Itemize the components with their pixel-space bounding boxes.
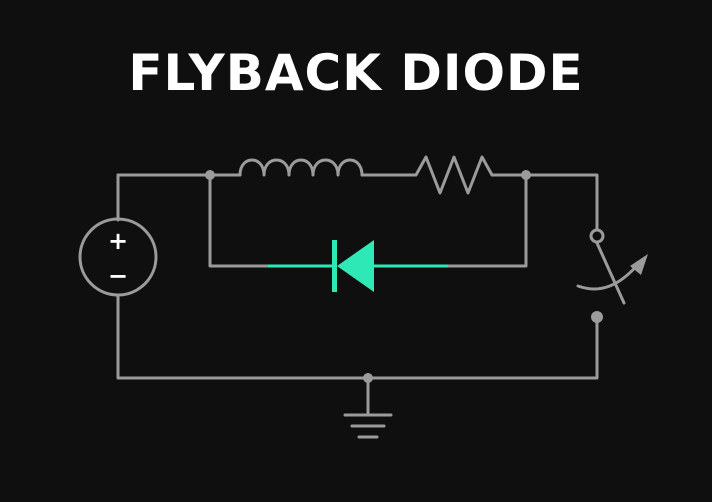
switch-arrow-head xyxy=(630,254,648,275)
diode-triangle xyxy=(337,240,374,292)
junction-dot-left xyxy=(205,170,215,180)
flyback-diode xyxy=(268,240,448,292)
switch-contact-bottom xyxy=(591,311,603,323)
switch-lever xyxy=(595,241,626,305)
voltage-source xyxy=(78,217,158,297)
source-minus-sign: − xyxy=(108,262,128,290)
wire-left-bottom xyxy=(116,293,599,380)
junction-dot-right xyxy=(521,170,531,180)
wire-diode-branch-left xyxy=(208,173,270,268)
wire-resistor-to-switch xyxy=(490,173,599,232)
switch-contact-top xyxy=(589,228,605,244)
resistor xyxy=(404,155,494,195)
inductor xyxy=(238,158,364,177)
diode-cathode-bar xyxy=(332,240,337,292)
source-plus-sign: + xyxy=(108,227,128,255)
page-title: FLYBACK DIODE xyxy=(128,44,584,102)
ground-symbol xyxy=(343,413,393,439)
wire-diode-branch-right xyxy=(446,173,528,268)
junction-dot-ground xyxy=(363,373,373,383)
